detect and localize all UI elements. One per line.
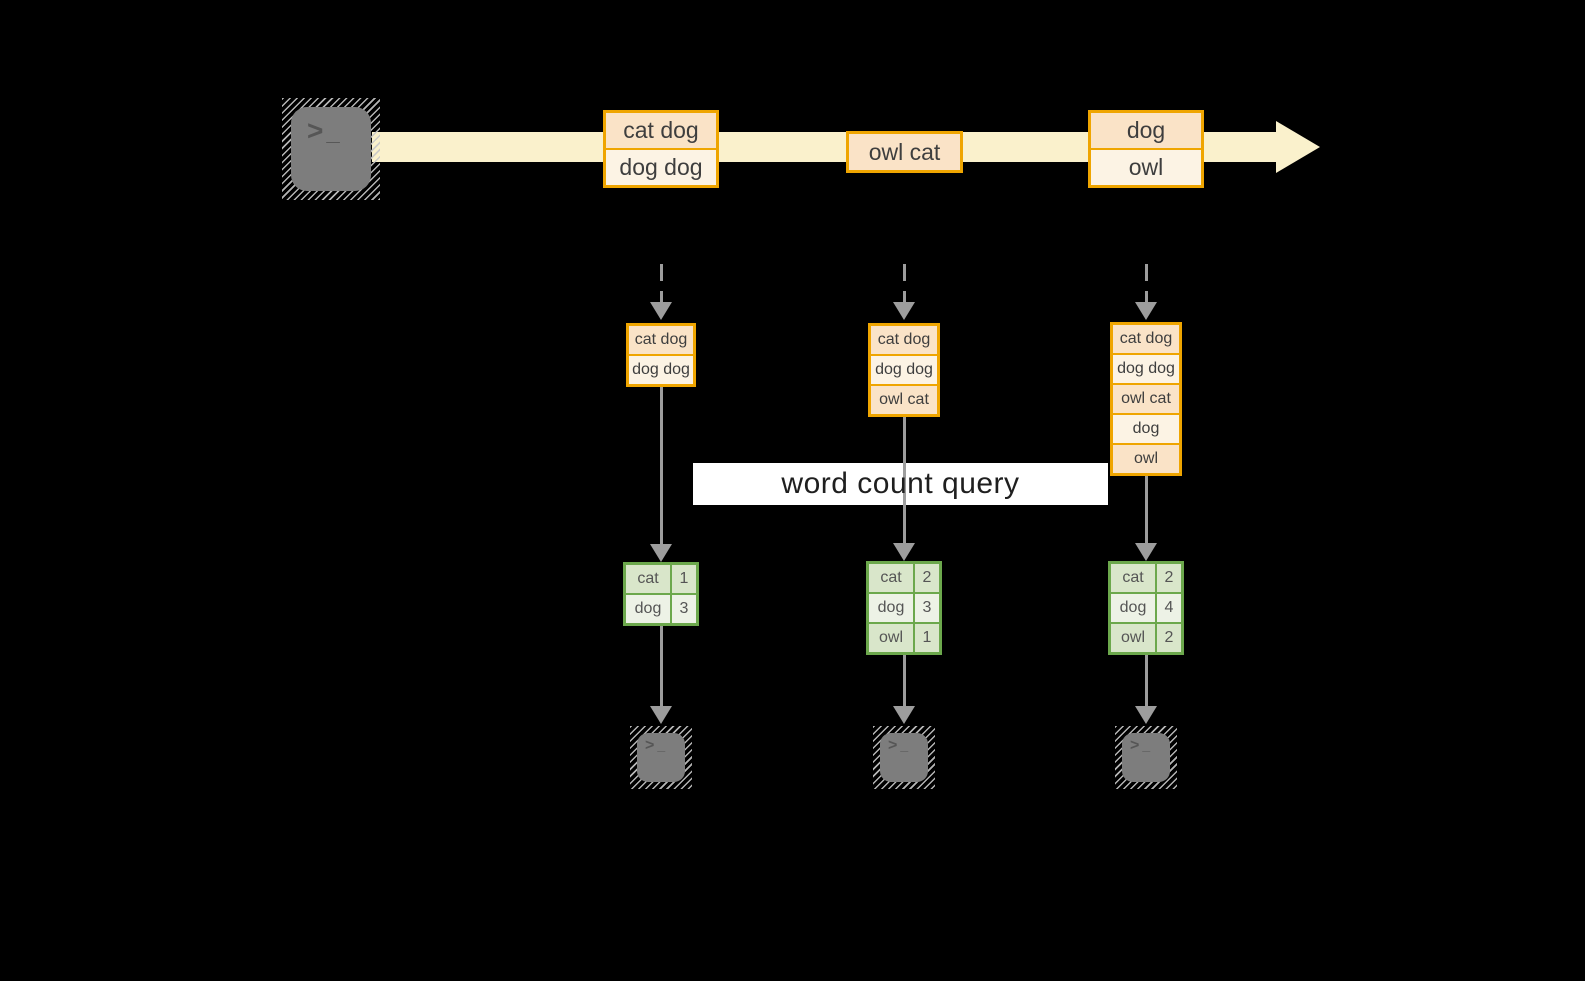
sink-terminal-icon: >_	[873, 726, 935, 789]
count-value-cell: 1	[915, 624, 939, 652]
arrow-line	[1144, 655, 1148, 706]
count-table-1: cat 1 dog 3	[623, 562, 699, 626]
stream-record: owl	[1091, 150, 1201, 185]
state-record: dog dog	[1113, 355, 1179, 383]
terminal-prompt-chevron: >	[645, 737, 655, 754]
state-record: cat dog	[871, 326, 937, 354]
dashed-arrow-down-icon	[650, 264, 672, 320]
arrow-down-icon	[893, 417, 915, 561]
arrow-down-icon	[650, 626, 672, 724]
state-record: cat dog	[1113, 325, 1179, 353]
arrow-line	[902, 655, 906, 706]
state-record: owl	[1113, 445, 1179, 473]
dashed-arrow-down-icon	[1135, 264, 1157, 320]
count-value-cell: 4	[1157, 594, 1181, 622]
query-label-background	[693, 463, 1108, 505]
query-label: word count query	[781, 467, 1020, 500]
arrow-line	[659, 626, 663, 706]
arrow-head	[650, 302, 672, 320]
stream-record: cat dog	[606, 113, 716, 148]
arrow-line	[659, 264, 663, 302]
arrow-head	[1135, 543, 1157, 561]
count-word-cell: owl	[1111, 624, 1155, 652]
terminal-cursor: _	[900, 737, 909, 753]
state-record: dog dog	[629, 356, 693, 384]
arrow-head	[1135, 302, 1157, 320]
arrow-head	[893, 302, 915, 320]
arrow-line	[1144, 476, 1148, 543]
stream-record: dog dog	[606, 150, 716, 185]
state-stack-3: cat dog dog dog owl cat dog owl	[1110, 322, 1182, 476]
count-word-cell: owl	[869, 624, 913, 652]
arrow-down-icon	[1135, 655, 1157, 724]
terminal-cursor: _	[1142, 737, 1151, 753]
count-value-cell: 2	[1157, 624, 1181, 652]
arrow-down-icon	[893, 655, 915, 724]
count-word-cell: dog	[626, 595, 670, 623]
terminal-body: >_	[637, 733, 685, 782]
arrow-down-icon	[650, 387, 672, 562]
stream-batch-3: dog owl	[1088, 110, 1204, 188]
terminal-prompt-chevron: >	[888, 737, 898, 754]
terminal-body: >_	[1122, 733, 1170, 782]
state-stack-2: cat dog dog dog owl cat	[868, 323, 940, 417]
state-record: cat dog	[629, 326, 693, 354]
dashed-arrow-down-icon	[893, 264, 915, 320]
count-word-cell: cat	[1111, 564, 1155, 592]
sink-terminal-icon: >_	[1115, 726, 1177, 789]
terminal-body: >_	[880, 733, 928, 782]
terminal-prompt-chevron: >	[307, 115, 324, 146]
count-value-cell: 3	[915, 594, 939, 622]
terminal-prompt-chevron: >	[1130, 737, 1140, 754]
count-value-cell: 1	[672, 565, 696, 593]
arrow-head	[893, 543, 915, 561]
terminal-cursor: _	[326, 119, 340, 146]
arrow-head	[1135, 706, 1157, 724]
arrow-line	[902, 417, 906, 543]
stream-batch-1: cat dog dog dog	[603, 110, 719, 188]
arrow-down-icon	[1135, 476, 1157, 561]
arrow-line	[902, 264, 906, 302]
arrow-head	[650, 544, 672, 562]
stream-band-arrowhead-icon	[1276, 121, 1320, 173]
stream-source-terminal-icon: >_	[282, 98, 380, 200]
count-word-cell: cat	[626, 565, 670, 593]
arrow-head	[650, 706, 672, 724]
stream-batch-2: owl cat	[846, 131, 963, 173]
count-value-cell: 2	[1157, 564, 1181, 592]
count-value-cell: 2	[915, 564, 939, 592]
count-word-cell: cat	[869, 564, 913, 592]
arrow-line	[659, 387, 663, 544]
count-table-2: cat 2 dog 3 owl 1	[866, 561, 942, 655]
count-word-cell: dog	[1111, 594, 1155, 622]
arrow-head	[893, 706, 915, 724]
terminal-body: >_	[291, 107, 371, 191]
state-record: dog dog	[871, 356, 937, 384]
state-record: dog	[1113, 415, 1179, 443]
count-value-cell: 3	[672, 595, 696, 623]
state-record: owl cat	[871, 386, 937, 414]
count-table-3: cat 2 dog 4 owl 2	[1108, 561, 1184, 655]
stream-record: dog	[1091, 113, 1201, 148]
state-record: owl cat	[1113, 385, 1179, 413]
state-stack-1: cat dog dog dog	[626, 323, 696, 387]
count-word-cell: dog	[869, 594, 913, 622]
stream-record: owl cat	[849, 134, 960, 170]
arrow-line	[1144, 264, 1148, 302]
sink-terminal-icon: >_	[630, 726, 692, 789]
terminal-cursor: _	[657, 737, 666, 753]
